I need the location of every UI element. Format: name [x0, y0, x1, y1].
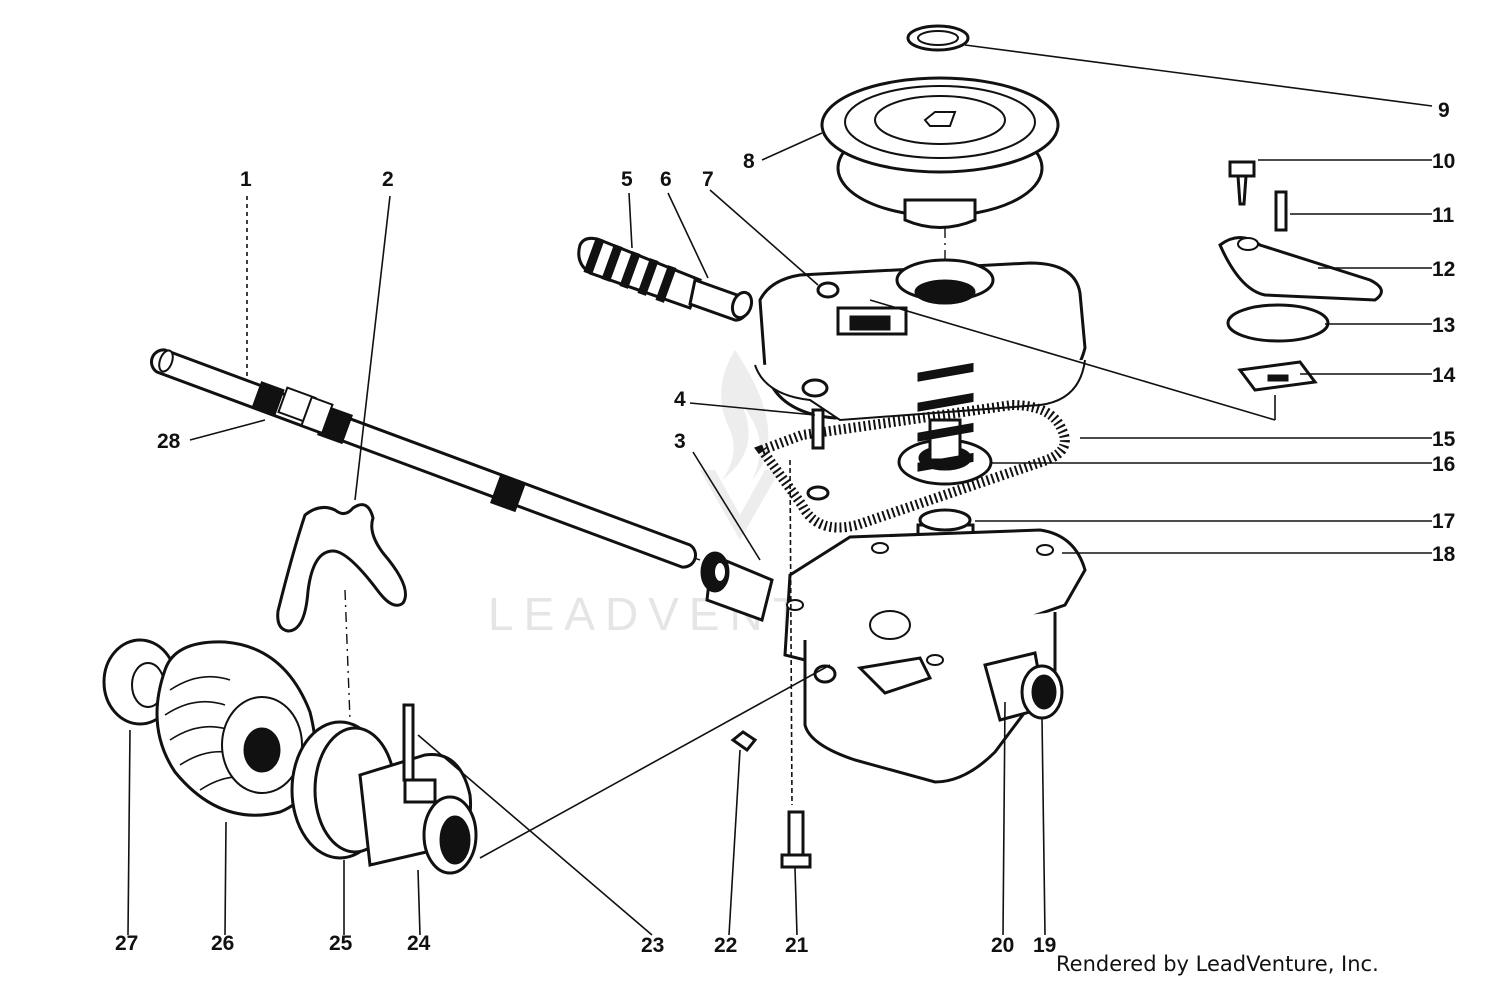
axle-shaft	[150, 348, 701, 569]
callout-6: 6	[660, 168, 672, 191]
callout-18: 18	[1432, 543, 1456, 566]
housing-cover	[754, 228, 1087, 422]
callout-13: 13	[1432, 314, 1455, 337]
small-fasteners	[730, 160, 1383, 869]
callout-26: 26	[211, 932, 234, 955]
top-washer	[906, 24, 970, 52]
pulley	[820, 76, 1060, 229]
render-credit: Rendered by LeadVenture, Inc.	[1056, 952, 1379, 976]
clutch-assembly	[290, 703, 478, 875]
callout-12: 12	[1432, 258, 1455, 281]
callout-3: 3	[674, 430, 686, 453]
callout-2: 2	[382, 168, 394, 191]
callout-9: 9	[1438, 99, 1450, 122]
callout-11: 11	[1432, 204, 1455, 227]
callout-24: 24	[407, 932, 431, 955]
callout-numbers: 1 2 3 4 5 6 7 8 9 10 11 12 13 14 15 16 1…	[115, 99, 1456, 957]
callout-23: 23	[641, 934, 664, 957]
spring-and-plunger	[577, 236, 754, 322]
callout-10: 10	[1432, 150, 1455, 173]
callout-21: 21	[785, 934, 809, 957]
callout-22: 22	[714, 934, 737, 957]
leader-lines	[127, 44, 1433, 936]
callout-20: 20	[991, 934, 1014, 957]
callout-15: 15	[1432, 428, 1456, 451]
callout-1: 1	[240, 168, 252, 191]
callout-16: 16	[1432, 453, 1455, 476]
callout-14: 14	[1432, 364, 1456, 387]
callout-17: 17	[1432, 510, 1455, 533]
callout-7: 7	[702, 168, 714, 191]
gear-and-washer	[102, 638, 318, 817]
left-bearing	[700, 551, 774, 622]
callout-4: 4	[674, 388, 686, 411]
callout-28: 28	[157, 430, 181, 453]
shifter-fork	[276, 503, 407, 633]
callout-5: 5	[621, 168, 633, 191]
callout-25: 25	[329, 932, 353, 955]
callout-27: 27	[115, 932, 138, 955]
transmission-housing	[783, 408, 1087, 784]
callout-8: 8	[743, 150, 755, 173]
callout-19: 19	[1033, 934, 1056, 957]
